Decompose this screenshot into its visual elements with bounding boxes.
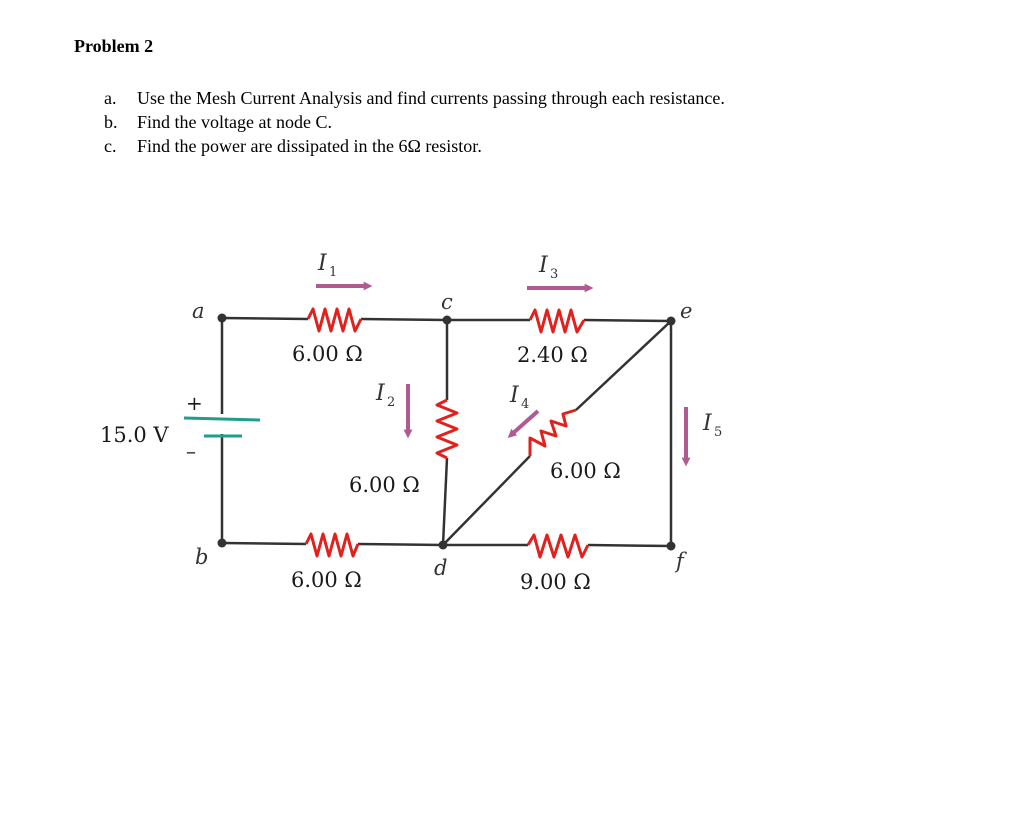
wires [220, 316, 673, 548]
label-current-i4: I 4 [509, 383, 529, 412]
current-letter: I [317, 251, 328, 276]
resistor-bottom-left [304, 532, 360, 558]
resistor-top-left [306, 307, 363, 333]
wire-r3-e [583, 318, 672, 323]
resistor-bottom-right [526, 533, 590, 559]
node-dot-a [217, 313, 227, 323]
resistor-middle-vertical [435, 398, 459, 460]
wire-r4-e [575, 320, 672, 411]
arrow-i4 [507, 409, 540, 438]
battery-long-plate [183, 416, 261, 422]
label-current-i2: I 2 [375, 381, 395, 410]
current-letter: I [509, 383, 520, 408]
battery-icon [183, 416, 261, 438]
current-letter: I [702, 411, 713, 436]
label-source-voltage: 15.0 V [100, 423, 169, 447]
wire-r5-d [357, 542, 444, 547]
problem-title: Problem 2 [74, 36, 154, 56]
question-item: b. Find the voltage at node C. [104, 110, 725, 134]
current-subscript: 2 [387, 395, 395, 410]
node-dot-e [666, 316, 676, 326]
current-subscript: 3 [550, 267, 558, 282]
label-resistor-bottom-right: 9.00 Ω [520, 570, 591, 594]
question-text: Use the Mesh Current Analysis and find c… [137, 88, 725, 108]
label-resistor-top-left: 6.00 Ω [292, 342, 363, 366]
node-dot-c [442, 315, 452, 325]
question-text: Find the power are dissipated in the 6Ω … [137, 136, 482, 156]
question-list: a. Use the Mesh Current Analysis and fin… [104, 86, 725, 158]
label-resistor-diagonal: 6.00 Ω [550, 459, 621, 483]
current-subscript: 4 [521, 397, 529, 412]
current-letter: I [538, 253, 549, 278]
label-source-minus: – [186, 439, 196, 463]
current-letter: I [375, 381, 386, 406]
question-item: a. Use the Mesh Current Analysis and fin… [104, 86, 725, 110]
wire-r2-d [441, 457, 449, 546]
wire-d-r4 [442, 455, 531, 546]
label-node-e: e [680, 299, 692, 323]
wire-b-r5 [221, 541, 307, 546]
wire-r6-f [587, 543, 672, 548]
label-current-i3: I 3 [538, 253, 558, 282]
resistors [304, 307, 590, 559]
wire-r1-c [360, 317, 448, 322]
current-subscript: 5 [714, 425, 722, 440]
label-node-d: d [434, 556, 447, 580]
resistor-diagonal [528, 408, 577, 456]
current-subscript: 1 [329, 265, 337, 280]
label-resistor-top-right: 2.40 Ω [517, 343, 588, 367]
label-current-i5: I 5 [702, 411, 722, 440]
node-dots [217, 313, 676, 551]
label-source-plus: + [186, 391, 203, 415]
label-node-a: a [192, 299, 205, 323]
label-node-c: c [441, 290, 453, 314]
node-dot-b [217, 538, 227, 548]
node-dot-d [438, 540, 448, 550]
node-dot-f [666, 541, 676, 551]
wire-a-r1 [221, 316, 309, 321]
question-item: c. Find the power are dissipated in the … [104, 134, 725, 158]
label-node-b: b [195, 545, 208, 569]
label-resistor-middle-vertical: 6.00 Ω [349, 473, 420, 497]
resistor-top-right [528, 308, 586, 334]
current-arrows [316, 281, 691, 467]
label-current-i1: I 1 [317, 251, 337, 280]
question-marker: c. [104, 136, 117, 156]
question-text: Find the voltage at node C. [137, 112, 332, 132]
question-marker: b. [104, 112, 118, 132]
question-marker: a. [104, 88, 117, 108]
label-node-f: f [674, 549, 687, 573]
label-resistor-bottom-left: 6.00 Ω [291, 568, 362, 592]
